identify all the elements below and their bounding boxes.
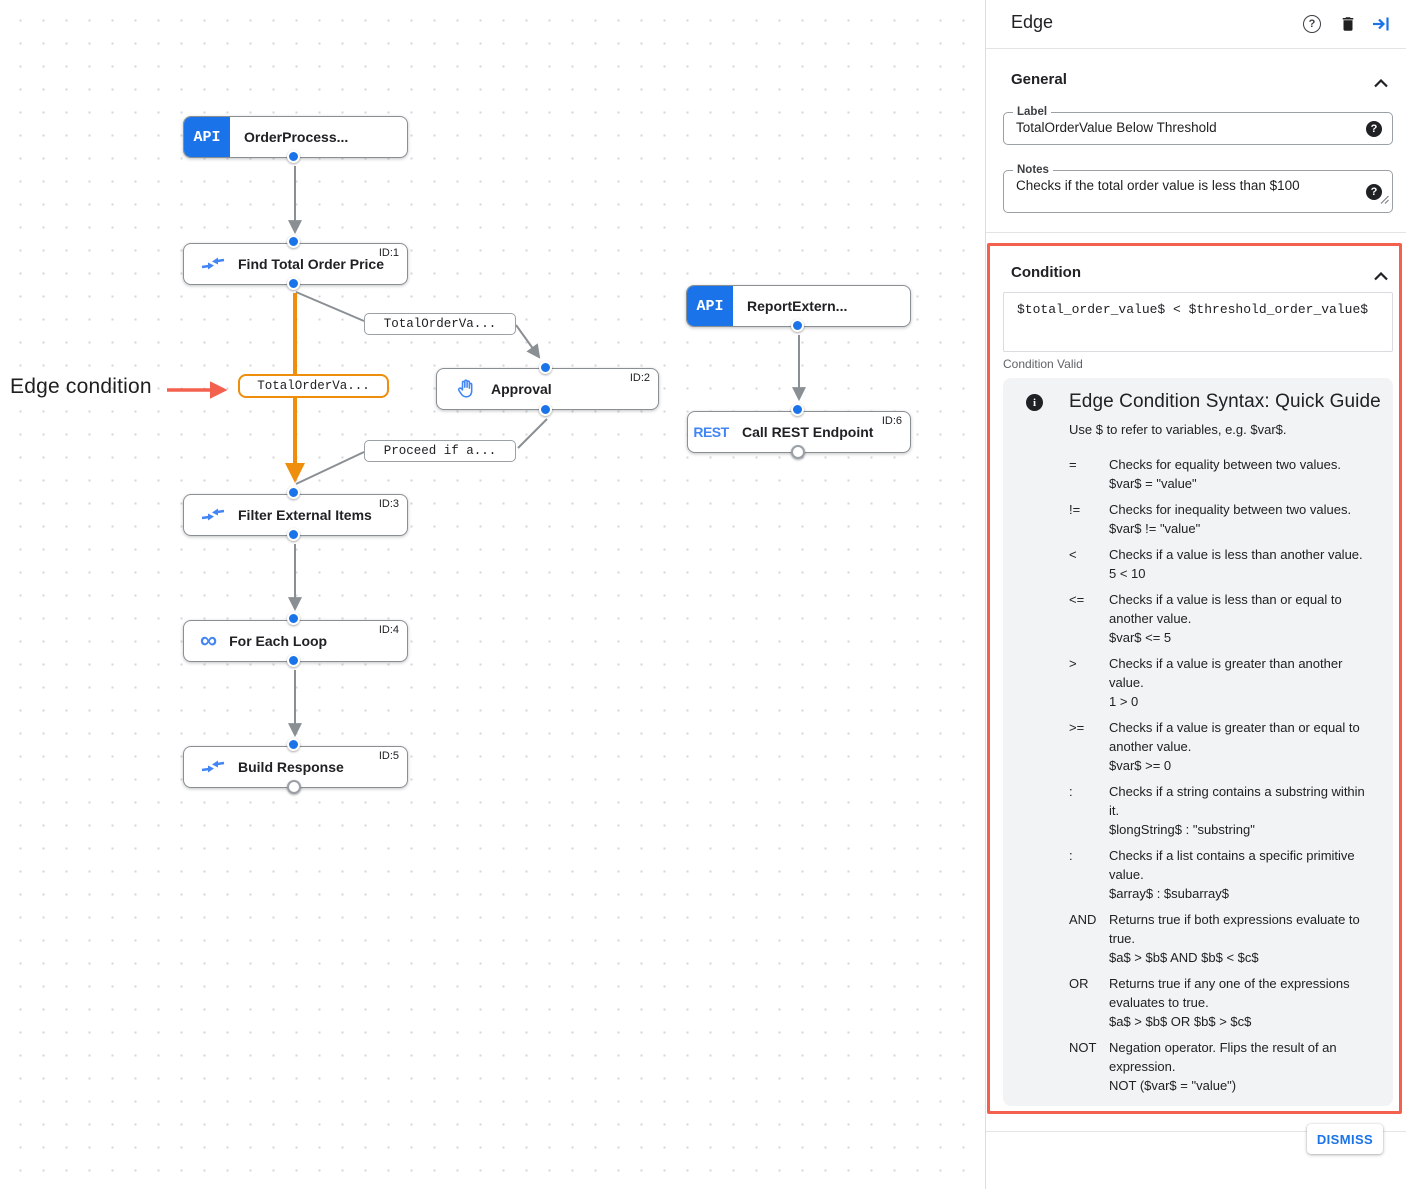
label-field[interactable]: Label ? xyxy=(1003,106,1393,145)
delete-icon[interactable] xyxy=(1338,14,1358,34)
guide-title: Edge Condition Syntax: Quick Guide xyxy=(1069,391,1381,412)
guide-row: =Checks for equality between two values.… xyxy=(1069,457,1341,491)
node-label: Call REST Endpoint xyxy=(742,424,874,440)
guide-row: !=Checks for inequality between two valu… xyxy=(1069,502,1352,536)
guide-row: :Checks if a string contains a substring… xyxy=(1069,784,1365,837)
notes-field[interactable]: Notes Checks if the total order value is… xyxy=(1003,164,1393,213)
connector-dot[interactable] xyxy=(286,149,300,163)
api-badge: API xyxy=(687,286,733,326)
connector-dot[interactable] xyxy=(286,737,300,751)
field-help-icon[interactable]: ? xyxy=(1366,121,1382,137)
connector-dot[interactable] xyxy=(538,402,552,416)
edge-label-text: TotalOrderVa... xyxy=(257,379,370,393)
node-label: OrderProcess... xyxy=(244,129,349,145)
edge-label-text: Proceed if a... xyxy=(383,444,497,458)
node-label: Filter External Items xyxy=(238,507,372,523)
connector-dot-terminal[interactable] xyxy=(286,779,301,794)
approval-hand-icon xyxy=(453,378,479,400)
label-input[interactable] xyxy=(1016,120,1346,135)
node-id: ID:2 xyxy=(629,372,650,384)
chevron-up-icon[interactable] xyxy=(1374,268,1388,281)
edge-label-proceed-if[interactable]: Proceed if a... xyxy=(364,440,516,462)
workflow-canvas[interactable]: Edge condition TotalOrderVa... TotalOrde… xyxy=(0,0,985,1189)
guide-row: <Checks if a value is less than another … xyxy=(1069,547,1363,581)
label-field-caption: Label xyxy=(1013,106,1052,119)
node-build-response[interactable]: Build Response ID:5 xyxy=(183,746,408,788)
connector-dot[interactable] xyxy=(790,318,804,332)
rest-badge: REST xyxy=(693,424,729,440)
node-orderprocess[interactable]: API OrderProcess... xyxy=(183,116,408,158)
connector-dot-terminal[interactable] xyxy=(790,444,805,459)
guide-row: <=Checks if a value is less than or equa… xyxy=(1069,592,1342,645)
node-label: Find Total Order Price xyxy=(238,256,384,272)
connector-dot[interactable] xyxy=(286,234,300,248)
general-section-header[interactable]: General xyxy=(1011,71,1067,88)
node-label: ReportExtern... xyxy=(747,298,848,314)
node-id: ID:1 xyxy=(378,247,399,259)
edge-label-text: TotalOrderVa... xyxy=(383,317,497,331)
connector-dot[interactable] xyxy=(286,653,300,667)
collapse-panel-icon[interactable] xyxy=(1371,14,1391,34)
panel-title: Edge xyxy=(1011,12,1054,32)
help-icon[interactable]: ? xyxy=(1302,14,1322,34)
info-icon: i xyxy=(1026,394,1043,411)
notes-field-caption: Notes xyxy=(1013,164,1053,177)
node-label: Build Response xyxy=(238,759,344,775)
loop-icon: ∞ xyxy=(200,627,218,654)
condition-status: Condition Valid xyxy=(1003,357,1083,371)
connector-dot[interactable] xyxy=(538,360,552,374)
api-badge: API xyxy=(184,117,230,157)
dismiss-button[interactable]: DISMISS xyxy=(1307,1124,1383,1154)
syntax-guide-box: i Edge Condition Syntax: Quick Guide Use… xyxy=(1003,378,1393,1106)
edge-condition-annotation: Edge condition xyxy=(10,375,152,398)
edge-layer xyxy=(167,166,806,738)
guide-row: :Checks if a list contains a specific pr… xyxy=(1069,848,1355,901)
node-id: ID:6 xyxy=(881,415,902,427)
field-help-icon[interactable]: ? xyxy=(1366,184,1382,200)
guide-row: >=Checks if a value is greater than or e… xyxy=(1069,720,1360,773)
divider xyxy=(986,48,1406,49)
edge-find-to-approval-b[interactable] xyxy=(515,324,541,359)
divider xyxy=(986,232,1406,233)
edge-config-panel: Edge ? General Label ? Notes Checks if t… xyxy=(985,0,1406,1189)
node-label: For Each Loop xyxy=(229,633,328,649)
node-id: ID:3 xyxy=(378,498,399,510)
guide-intro: Use $ to refer to variables, e.g. $var$. xyxy=(1069,422,1287,437)
node-id: ID:4 xyxy=(378,624,399,636)
edge-label-totalordervalue-selected[interactable]: TotalOrderVa... xyxy=(238,374,389,398)
resize-grip-icon[interactable] xyxy=(1380,191,1389,209)
edge-find-to-approval-a[interactable] xyxy=(295,291,365,322)
condition-expression-field[interactable]: $total_order_value$ < $threshold_order_v… xyxy=(1003,292,1393,352)
edge-label-totalordervalue[interactable]: TotalOrderVa... xyxy=(364,313,516,335)
node-id: ID:5 xyxy=(378,750,399,762)
connector-dot[interactable] xyxy=(790,402,804,416)
edge-approval-to-filter-a[interactable] xyxy=(517,418,548,449)
data-mapping-icon xyxy=(200,506,226,524)
connector-dot[interactable] xyxy=(286,527,300,541)
divider xyxy=(986,1131,1406,1132)
condition-section-header[interactable]: Condition xyxy=(1011,264,1081,281)
guide-rows: =Checks for equality between two values.… xyxy=(1069,455,1383,1095)
data-mapping-icon xyxy=(200,255,226,273)
notes-input[interactable]: Checks if the total order value is less … xyxy=(1016,178,1346,208)
data-mapping-icon xyxy=(200,758,226,776)
node-call-rest-endpoint[interactable]: REST Call REST Endpoint ID:6 xyxy=(687,411,911,453)
node-find-total-order-price[interactable]: Find Total Order Price ID:1 xyxy=(183,243,408,285)
condition-input[interactable]: $total_order_value$ < $threshold_order_v… xyxy=(1017,302,1389,346)
node-label: Approval xyxy=(491,381,552,397)
connector-dot[interactable] xyxy=(286,611,300,625)
connector-dot[interactable] xyxy=(286,485,300,499)
connector-dot[interactable] xyxy=(286,276,300,290)
guide-row: >Checks if a value is greater than anoth… xyxy=(1069,656,1343,709)
edge-approval-to-filter-b[interactable] xyxy=(295,451,365,485)
chevron-up-icon[interactable] xyxy=(1374,75,1388,88)
